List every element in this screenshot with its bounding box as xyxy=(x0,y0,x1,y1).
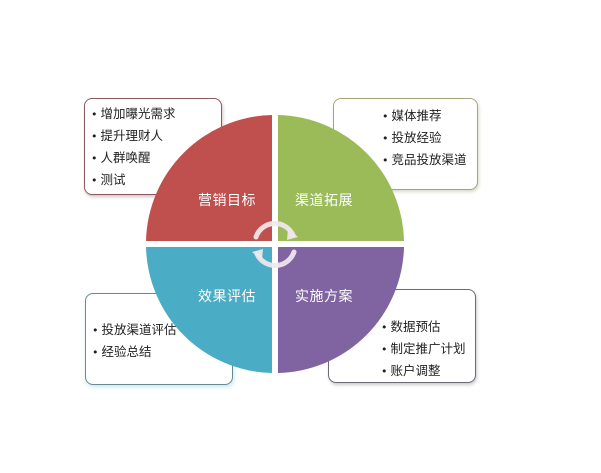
list-item: 增加曝光需求 xyxy=(91,103,176,125)
quadrant-label-marketing-goals: 营销目标 xyxy=(198,193,256,209)
list-item: 投放渠道评估 xyxy=(92,319,177,341)
list-item: 数据预估 xyxy=(381,316,466,338)
bullet-list: 增加曝光需求 提升理财人 人群唤醒 测试 xyxy=(91,103,176,191)
quadrant-top-left xyxy=(146,115,272,241)
list-item: 经验总结 xyxy=(92,341,177,363)
bullet-list: 投放渠道评估 经验总结 xyxy=(92,319,177,363)
list-item: 账户调整 xyxy=(381,360,466,382)
quadrant-bottom-left xyxy=(146,247,272,373)
list-item: 媒体推荐 xyxy=(382,105,467,127)
bullet-list: 数据预估 制定推广计划 账户调整 xyxy=(381,316,466,382)
cycle-arrows-icon xyxy=(253,221,297,268)
list-item: 人群唤醒 xyxy=(91,147,176,169)
quadrant-label-channel-expansion: 渠道拓展 xyxy=(295,193,353,209)
quadrant-top-right xyxy=(278,115,404,241)
list-item: 竞品投放渠道 xyxy=(382,149,467,171)
list-item: 测试 xyxy=(91,169,176,191)
quadrant-bottom-right xyxy=(278,247,404,373)
bullet-list: 媒体推荐 投放经验 竞品投放渠道 xyxy=(382,105,467,171)
list-item: 投放经验 xyxy=(382,127,467,149)
list-item: 提升理财人 xyxy=(91,125,176,147)
quadrant-label-implementation-plan: 实施方案 xyxy=(295,289,353,305)
quadrant-label-effect-evaluation: 效果评估 xyxy=(198,289,256,305)
list-item: 制定推广计划 xyxy=(381,338,466,360)
